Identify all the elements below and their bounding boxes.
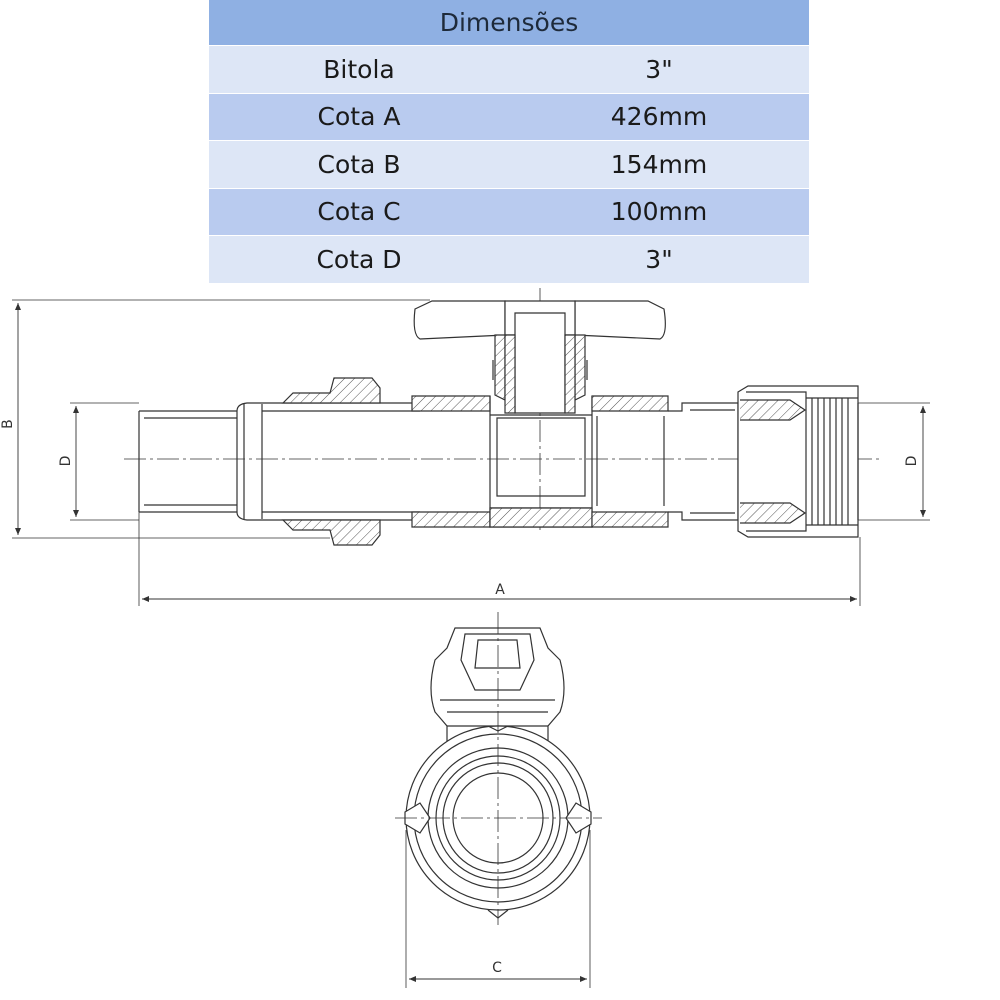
dim-label-d-right: D — [904, 456, 920, 467]
side-view — [12, 288, 930, 606]
dimension-d-left — [70, 402, 139, 521]
dim-label-d-left: D — [58, 456, 74, 467]
valve-body — [411, 395, 669, 528]
row-label: Cota D — [209, 235, 509, 283]
row-value: 426mm — [509, 92, 809, 141]
table-row: Cota B 154mm — [209, 140, 809, 188]
table-row: Cota A 426mm — [209, 92, 809, 141]
dimension-d-right — [858, 402, 930, 521]
row-label: Cota B — [209, 140, 509, 188]
left-union-nut — [281, 377, 381, 546]
row-label: Cota A — [209, 92, 509, 141]
left-spigot — [138, 402, 420, 521]
valve-handle — [413, 300, 666, 414]
row-label: Bitola — [209, 45, 509, 93]
dimension-b — [12, 299, 430, 539]
table-row: Bitola 3" — [209, 45, 809, 93]
right-threaded-union — [668, 385, 859, 538]
row-value: 100mm — [509, 187, 809, 236]
table-title: Dimensões — [209, 0, 809, 46]
table-row: Cota C 100mm — [209, 187, 809, 236]
row-value: 154mm — [509, 140, 809, 188]
row-label: Cota C — [209, 187, 509, 236]
dim-label-b: B — [0, 419, 16, 429]
dimension-a — [138, 512, 861, 606]
table-row: Cota D 3" — [209, 235, 809, 283]
row-value: 3" — [509, 45, 809, 93]
dim-label-c: C — [492, 960, 502, 976]
end-view — [395, 612, 602, 988]
row-value: 3" — [509, 235, 809, 283]
dim-label-a: A — [495, 582, 505, 598]
dimensions-table-body: Dimensões Bitola 3" Cota A 426mm Cota B … — [209, 0, 809, 283]
